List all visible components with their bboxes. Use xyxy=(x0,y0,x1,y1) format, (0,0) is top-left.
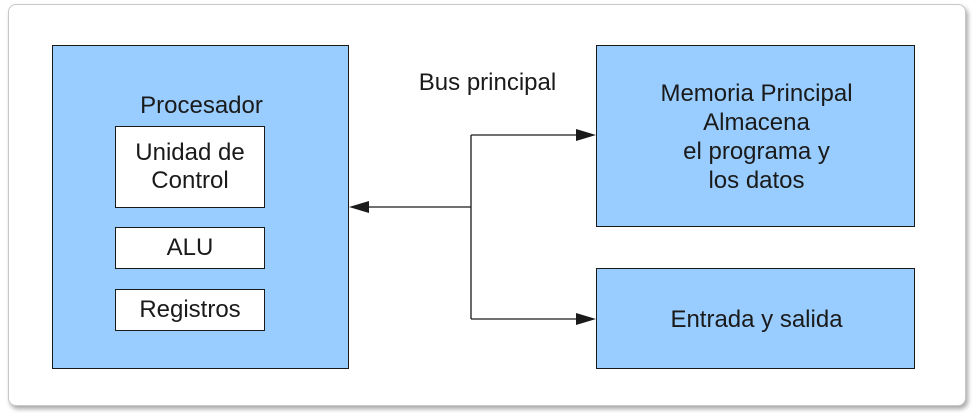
processor-title: Procesador xyxy=(140,92,263,119)
processor-box: Procesador Unidad de Control ALU Registr… xyxy=(52,45,349,369)
alu-label: ALU xyxy=(166,234,214,261)
memory-text: Memoria Principal Almacena el programa y… xyxy=(597,79,916,195)
alu-box: ALU xyxy=(115,227,265,269)
memory-line-3: el programa y xyxy=(683,138,830,165)
registers-box: Registros xyxy=(115,289,265,331)
control-unit-box: Unidad de Control xyxy=(115,126,265,208)
registers-label: Registros xyxy=(139,296,241,323)
memory-box: Memoria Principal Almacena el programa y… xyxy=(596,45,915,227)
io-label: Entrada y salida xyxy=(670,306,843,333)
bus-label: Bus principal xyxy=(418,69,557,96)
memory-line-4: los datos xyxy=(708,167,805,194)
io-box: Entrada y salida xyxy=(596,268,915,369)
control-unit-line-1: Unidad de xyxy=(135,139,245,166)
memory-line-2: Almacena xyxy=(703,109,810,136)
control-unit-line-2: Control xyxy=(151,167,229,194)
memory-line-1: Memoria Principal xyxy=(660,80,853,107)
